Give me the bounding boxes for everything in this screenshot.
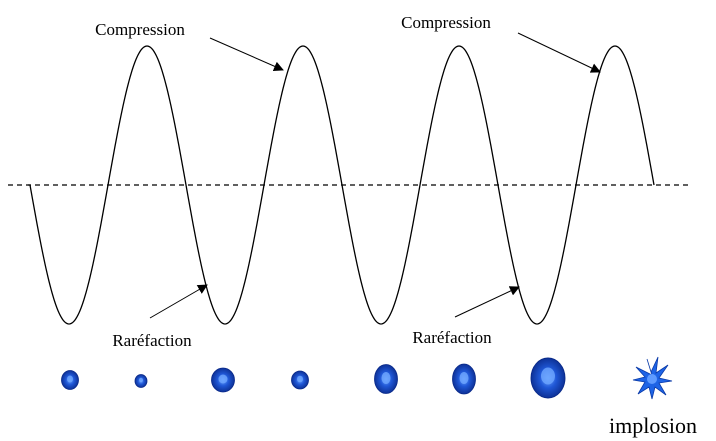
bubble-4 [291,370,309,390]
bubble-7 [530,357,566,399]
star-burst-icon [632,356,673,400]
compression-label-1: Compression [95,20,185,39]
implosion-label: implosion [609,413,697,438]
bubble-row [61,357,566,399]
sound-wave-curve [28,45,655,325]
rarefaction-arrow-2 [454,286,520,318]
rarefaction-arrow-1 [149,284,208,319]
compression-arrow-2 [517,32,601,73]
bubble-3 [211,367,235,393]
compression-arrow-1 [209,37,284,71]
rarefaction-label-2: Raréfaction [412,328,492,347]
bubble-2 [134,374,148,388]
compression-label-2: Compression [401,13,491,32]
bubble-5 [374,364,398,394]
bubble-6 [452,363,476,395]
bubble-1 [61,370,79,390]
rarefaction-label-1: Raréfaction [112,331,192,350]
